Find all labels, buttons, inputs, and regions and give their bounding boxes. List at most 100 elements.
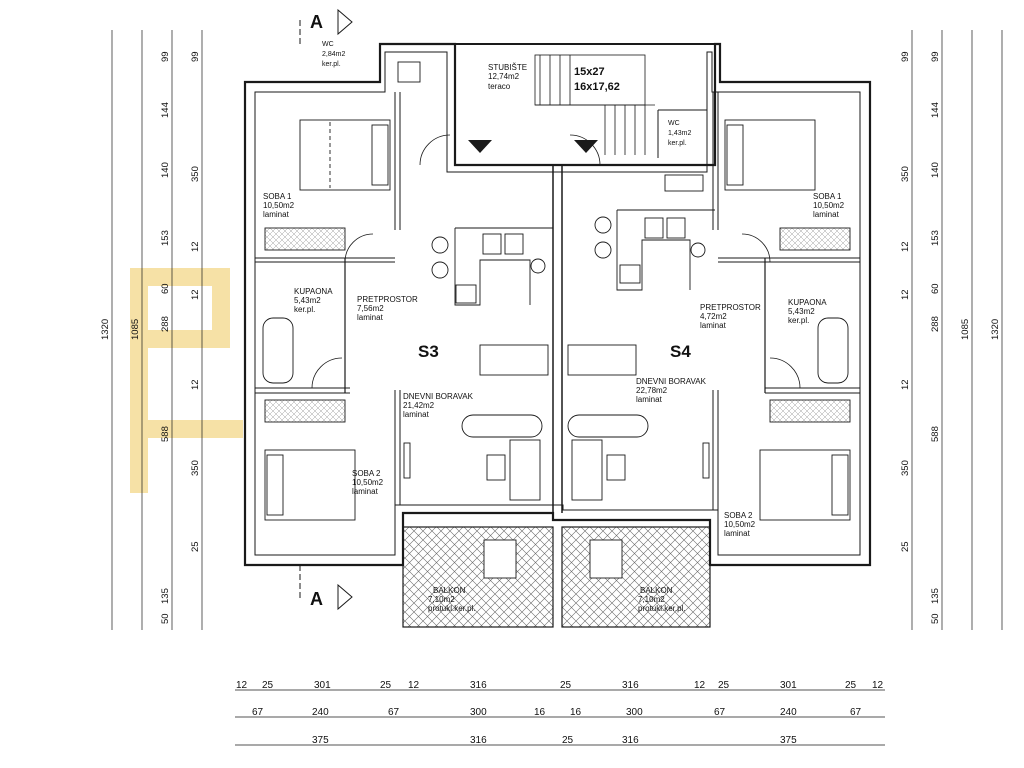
dim-left-middle: 1085 [130, 319, 141, 340]
svg-text:67: 67 [850, 707, 862, 718]
svg-text:laminat: laminat [263, 210, 290, 219]
svg-text:DNEVNI BORAVAK: DNEVNI BORAVAK [636, 377, 707, 386]
watermark-logo [130, 268, 243, 493]
svg-text:WC: WC [322, 41, 334, 48]
label-s4-dnevni: DNEVNI BORAVAK 22,78m2 laminat [636, 377, 707, 404]
svg-text:12: 12 [900, 289, 911, 300]
svg-text:4,72m2: 4,72m2 [700, 312, 727, 321]
svg-text:25: 25 [562, 735, 574, 746]
svg-text:22,78m2: 22,78m2 [636, 386, 668, 395]
svg-text:1085: 1085 [130, 319, 141, 340]
svg-text:350: 350 [900, 460, 911, 476]
svg-text:12: 12 [872, 680, 884, 691]
svg-text:SOBA 1: SOBA 1 [813, 192, 842, 201]
label-s3-soba1: SOBA 1 10,50m2 laminat [263, 192, 295, 219]
svg-text:135: 135 [930, 588, 941, 604]
svg-text:240: 240 [780, 707, 797, 718]
svg-text:316: 316 [470, 680, 487, 691]
svg-text:7,10m2: 7,10m2 [428, 595, 455, 604]
svg-text:A: A [310, 589, 323, 609]
svg-text:1320: 1320 [990, 319, 1001, 340]
svg-text:153: 153 [160, 230, 171, 246]
svg-text:12: 12 [190, 241, 201, 252]
svg-text:21,42m2: 21,42m2 [403, 401, 435, 410]
svg-text:laminat: laminat [636, 395, 663, 404]
svg-text:12: 12 [408, 680, 420, 691]
dim-left-outer: 1320 [100, 319, 111, 340]
svg-text:BALKON: BALKON [433, 586, 466, 595]
svg-text:316: 316 [622, 680, 639, 691]
svg-text:301: 301 [314, 680, 331, 691]
label-s4-pretprostor: PRETPROSTOR 4,72m2 laminat [700, 303, 761, 330]
svg-text:12: 12 [900, 241, 911, 252]
svg-text:laminat: laminat [700, 321, 727, 330]
svg-text:99: 99 [930, 51, 941, 62]
svg-text:144: 144 [930, 102, 941, 118]
svg-text:25: 25 [845, 680, 857, 691]
svg-text:PRETPROSTOR: PRETPROSTOR [357, 295, 418, 304]
svg-text:588: 588 [930, 426, 941, 442]
svg-text:60: 60 [930, 283, 941, 294]
svg-text:7,56m2: 7,56m2 [357, 304, 384, 313]
svg-text:laminat: laminat [357, 313, 384, 322]
svg-text:12,74m2: 12,74m2 [488, 72, 520, 81]
dim-bottom-row1: 12 25 301 25 12 316 25 316 12 25 301 25 … [236, 680, 884, 691]
svg-text:12: 12 [694, 680, 706, 691]
svg-text:ker.pl.: ker.pl. [668, 140, 687, 147]
svg-text:laminat: laminat [403, 410, 430, 419]
svg-text:ker.pl.: ker.pl. [322, 61, 341, 68]
section-marker-top: A [299, 8, 353, 45]
svg-text:350: 350 [190, 166, 201, 182]
unit-label-s3: S3 [418, 342, 439, 361]
label-s4-wc: WC 1,43m2 ker.pl. [668, 120, 691, 147]
svg-text:144: 144 [160, 102, 171, 118]
svg-text:STUBIŠTE: STUBIŠTE [488, 63, 527, 72]
svg-text:1,43m2: 1,43m2 [668, 130, 691, 137]
svg-text:2,84m2: 2,84m2 [322, 51, 345, 58]
label-s4-balkon: BALKON 7,10m2 protukl.ker.pl. [638, 586, 686, 613]
svg-text:15x27: 15x27 [574, 66, 605, 78]
svg-text:140: 140 [930, 162, 941, 178]
svg-text:140: 140 [160, 162, 171, 178]
svg-text:375: 375 [780, 735, 797, 746]
svg-text:240: 240 [312, 707, 329, 718]
svg-text:12: 12 [900, 379, 911, 390]
svg-text:7,10m2: 7,10m2 [638, 595, 665, 604]
label-s3-pretprostor: PRETPROSTOR 7,56m2 laminat [357, 295, 418, 322]
svg-text:10,50m2: 10,50m2 [263, 201, 295, 210]
svg-text:12: 12 [190, 379, 201, 390]
svg-text:350: 350 [190, 460, 201, 476]
svg-text:teraco: teraco [488, 82, 511, 91]
svg-text:301: 301 [780, 680, 797, 691]
balcony-s3 [402, 526, 554, 628]
svg-text:300: 300 [626, 707, 643, 718]
svg-text:588: 588 [160, 426, 171, 442]
svg-text:SOBA 1: SOBA 1 [263, 192, 292, 201]
svg-text:99: 99 [900, 51, 911, 62]
staircase [534, 54, 655, 155]
label-s4-soba1: SOBA 1 10,50m2 laminat [813, 192, 845, 219]
svg-text:375: 375 [312, 735, 329, 746]
walls [243, 42, 872, 567]
svg-text:288: 288 [160, 316, 171, 332]
dim-right-middle: 1085 [960, 319, 971, 340]
svg-text:25: 25 [900, 541, 911, 552]
svg-text:10,50m2: 10,50m2 [724, 520, 756, 529]
dimension-lines [111, 30, 1003, 746]
svg-text:60: 60 [160, 283, 171, 294]
svg-text:25: 25 [262, 680, 274, 691]
svg-text:16: 16 [570, 707, 582, 718]
furniture [262, 61, 851, 579]
svg-text:288: 288 [930, 316, 941, 332]
svg-text:DNEVNI BORAVAK: DNEVNI BORAVAK [403, 392, 474, 401]
svg-text:5,43m2: 5,43m2 [294, 296, 321, 305]
svg-text:50: 50 [160, 613, 171, 624]
svg-text:67: 67 [714, 707, 726, 718]
dim-right-outer: 1320 [990, 319, 1001, 340]
label-s4-kupaona: KUPAONA 5,43m2 ker.pl. [788, 298, 827, 325]
svg-text:10,50m2: 10,50m2 [352, 478, 384, 487]
svg-text:BALKON: BALKON [640, 586, 673, 595]
svg-text:25: 25 [190, 541, 201, 552]
svg-text:laminat: laminat [724, 529, 751, 538]
svg-text:KUPAONA: KUPAONA [294, 287, 333, 296]
